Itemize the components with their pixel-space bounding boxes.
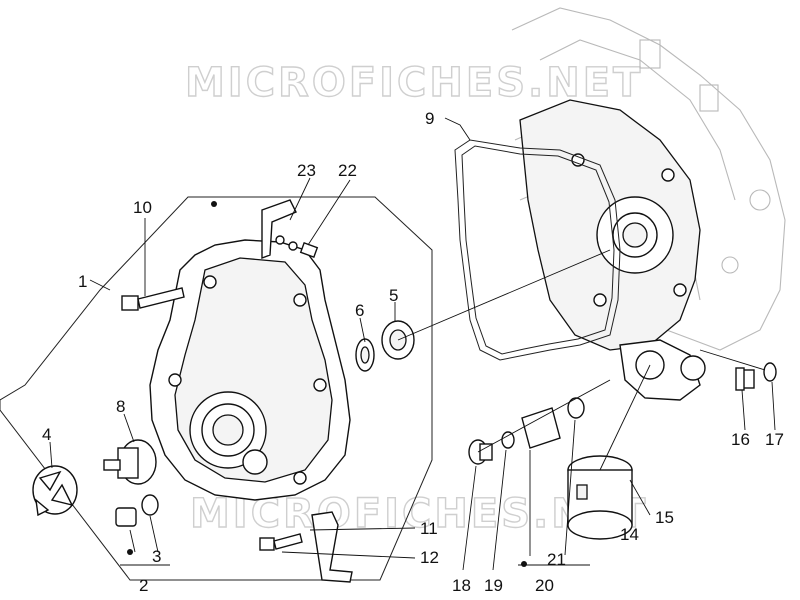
oil-filter-14 — [567, 455, 633, 540]
callout-6: 6 — [355, 301, 364, 320]
callout-11: 11 — [420, 519, 438, 538]
callout-23: 23 — [297, 161, 316, 180]
gasket — [454, 139, 621, 361]
callout-16: 16 — [731, 430, 750, 449]
callout-18: 18 — [452, 576, 471, 595]
sensor-16 — [735, 367, 755, 391]
o-ring-21 — [567, 397, 585, 419]
callout-20: 20 — [535, 576, 554, 595]
engine-housing — [519, 99, 706, 401]
callout-5: 5 — [389, 286, 398, 305]
group-1-outline — [0, 196, 433, 581]
bolt-22 — [275, 235, 319, 258]
callout-14: 14 — [620, 525, 639, 544]
marker-dot-1 — [211, 201, 217, 207]
callout-19: 19 — [484, 576, 503, 595]
marker-dot-20 — [521, 561, 527, 567]
filter-mesh-20 — [521, 407, 561, 449]
callout-22: 22 — [338, 161, 357, 180]
impeller-4 — [32, 465, 78, 517]
o-ring-19 — [501, 431, 515, 449]
bracket-23 — [261, 199, 297, 260]
watermark-top: MICROFICHES.NET — [185, 60, 643, 106]
drain-plug-3 — [115, 494, 159, 527]
callout-15: 15 — [655, 508, 674, 527]
filter-cap-18 — [468, 439, 493, 465]
callout-8: 8 — [116, 397, 125, 416]
marker-dot-2 — [127, 549, 133, 555]
callout-1: 1 — [78, 272, 87, 291]
bolt-12 — [259, 533, 303, 551]
callout-4: 4 — [42, 425, 51, 444]
callout-10: 10 — [133, 198, 152, 217]
callout-9: 9 — [425, 109, 434, 128]
callout-2: 2 — [139, 576, 148, 595]
bolt-10 — [121, 287, 185, 311]
pump-shaft-8 — [103, 439, 157, 485]
callout-17: 17 — [765, 430, 784, 449]
callout-21: 21 — [547, 550, 566, 569]
washer-17 — [763, 362, 777, 382]
callout-12: 12 — [420, 548, 439, 567]
callout-3: 3 — [152, 547, 161, 566]
side-cover — [149, 239, 351, 501]
seal-6 — [355, 338, 375, 372]
